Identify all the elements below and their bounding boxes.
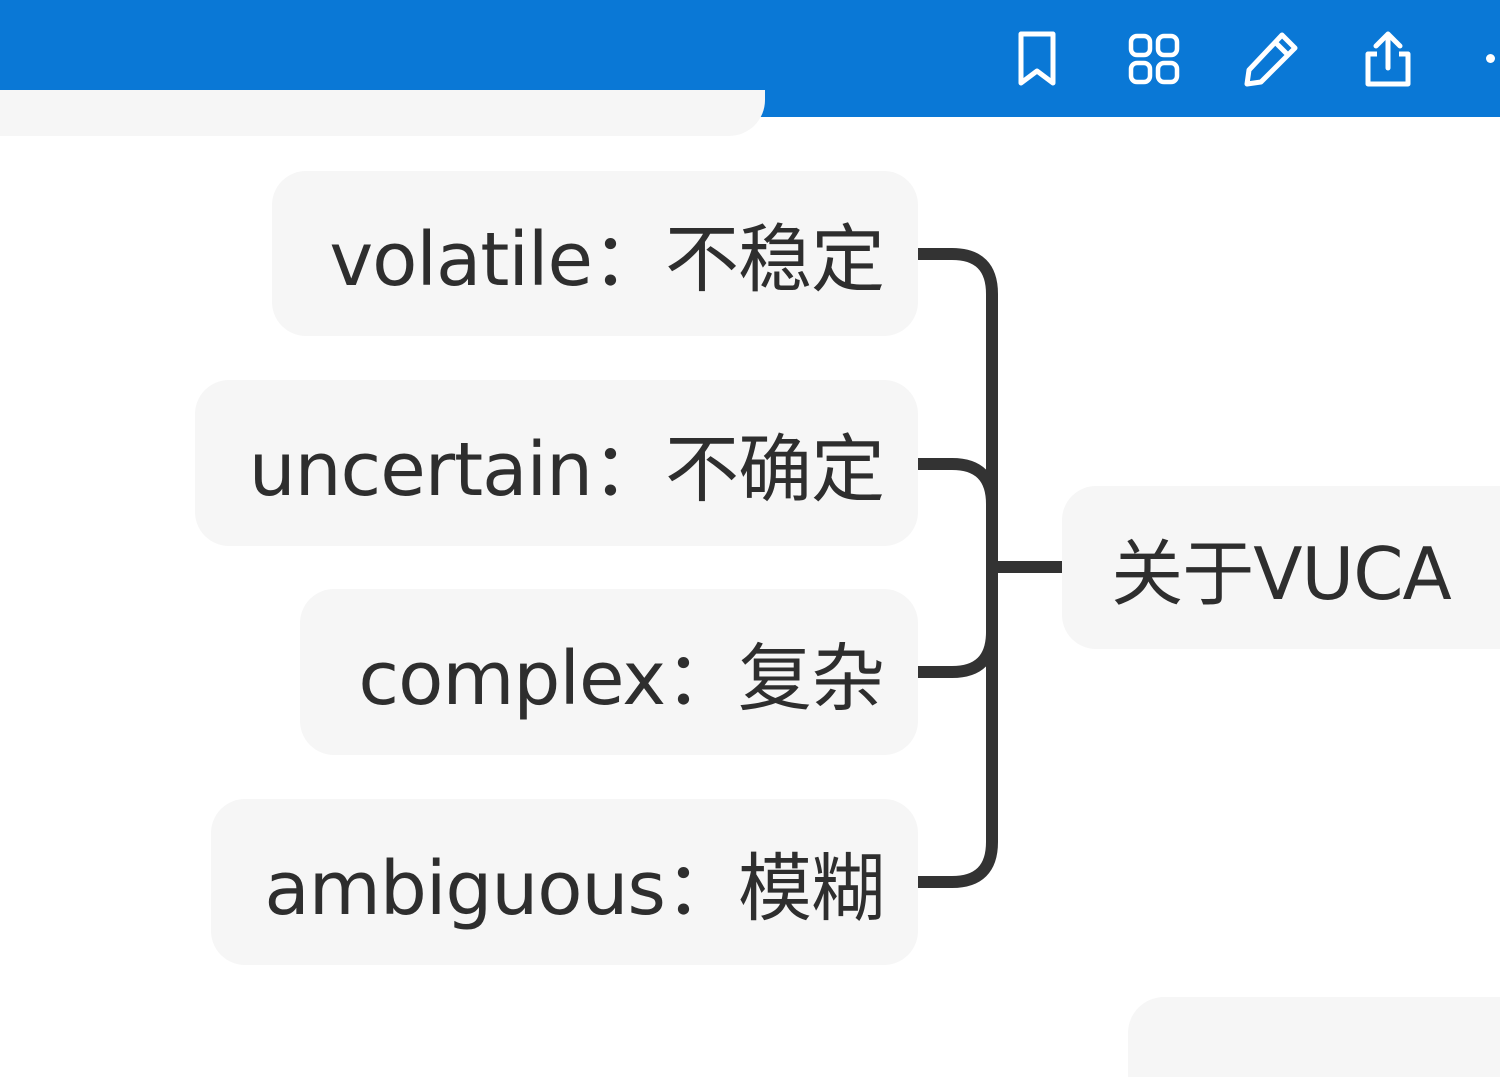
grid-view-button[interactable] <box>1124 28 1184 90</box>
share-icon <box>1365 31 1411 87</box>
grid-view-icon <box>1128 33 1180 85</box>
more-options-icon[interactable] <box>1486 54 1495 63</box>
topic-ambiguous[interactable]: ambiguous：模糊 <box>211 799 918 965</box>
connector-volatile <box>918 248 998 567</box>
topic-ambiguous-label: ambiguous：模糊 <box>264 845 885 932</box>
pencil-edit-icon <box>1244 32 1298 87</box>
topic-volatile[interactable]: volatile：不稳定 <box>272 171 918 336</box>
bookmark-button[interactable] <box>1007 28 1067 90</box>
edit-button[interactable] <box>1241 28 1301 90</box>
topic-uncertain-label: uncertain：不确定 <box>248 426 885 513</box>
topic-volatile-label: volatile：不稳定 <box>329 217 885 303</box>
connector-uncertain <box>918 458 998 567</box>
offscreen-node-top[interactable] <box>0 90 765 136</box>
connector-complex <box>918 567 998 678</box>
topic-uncertain[interactable]: uncertain：不确定 <box>195 380 918 546</box>
bookmark-icon <box>1018 31 1056 86</box>
topic-complex-label: complex：复杂 <box>358 635 885 722</box>
central-topic[interactable]: 关于VUCA <box>1062 486 1500 649</box>
connector-ambiguous <box>918 567 998 888</box>
offscreen-node-bottom[interactable] <box>1128 997 1500 1077</box>
topic-complex[interactable]: complex：复杂 <box>300 589 918 755</box>
central-topic-label: 关于VUCA <box>1111 532 1451 616</box>
share-button[interactable] <box>1358 28 1418 90</box>
